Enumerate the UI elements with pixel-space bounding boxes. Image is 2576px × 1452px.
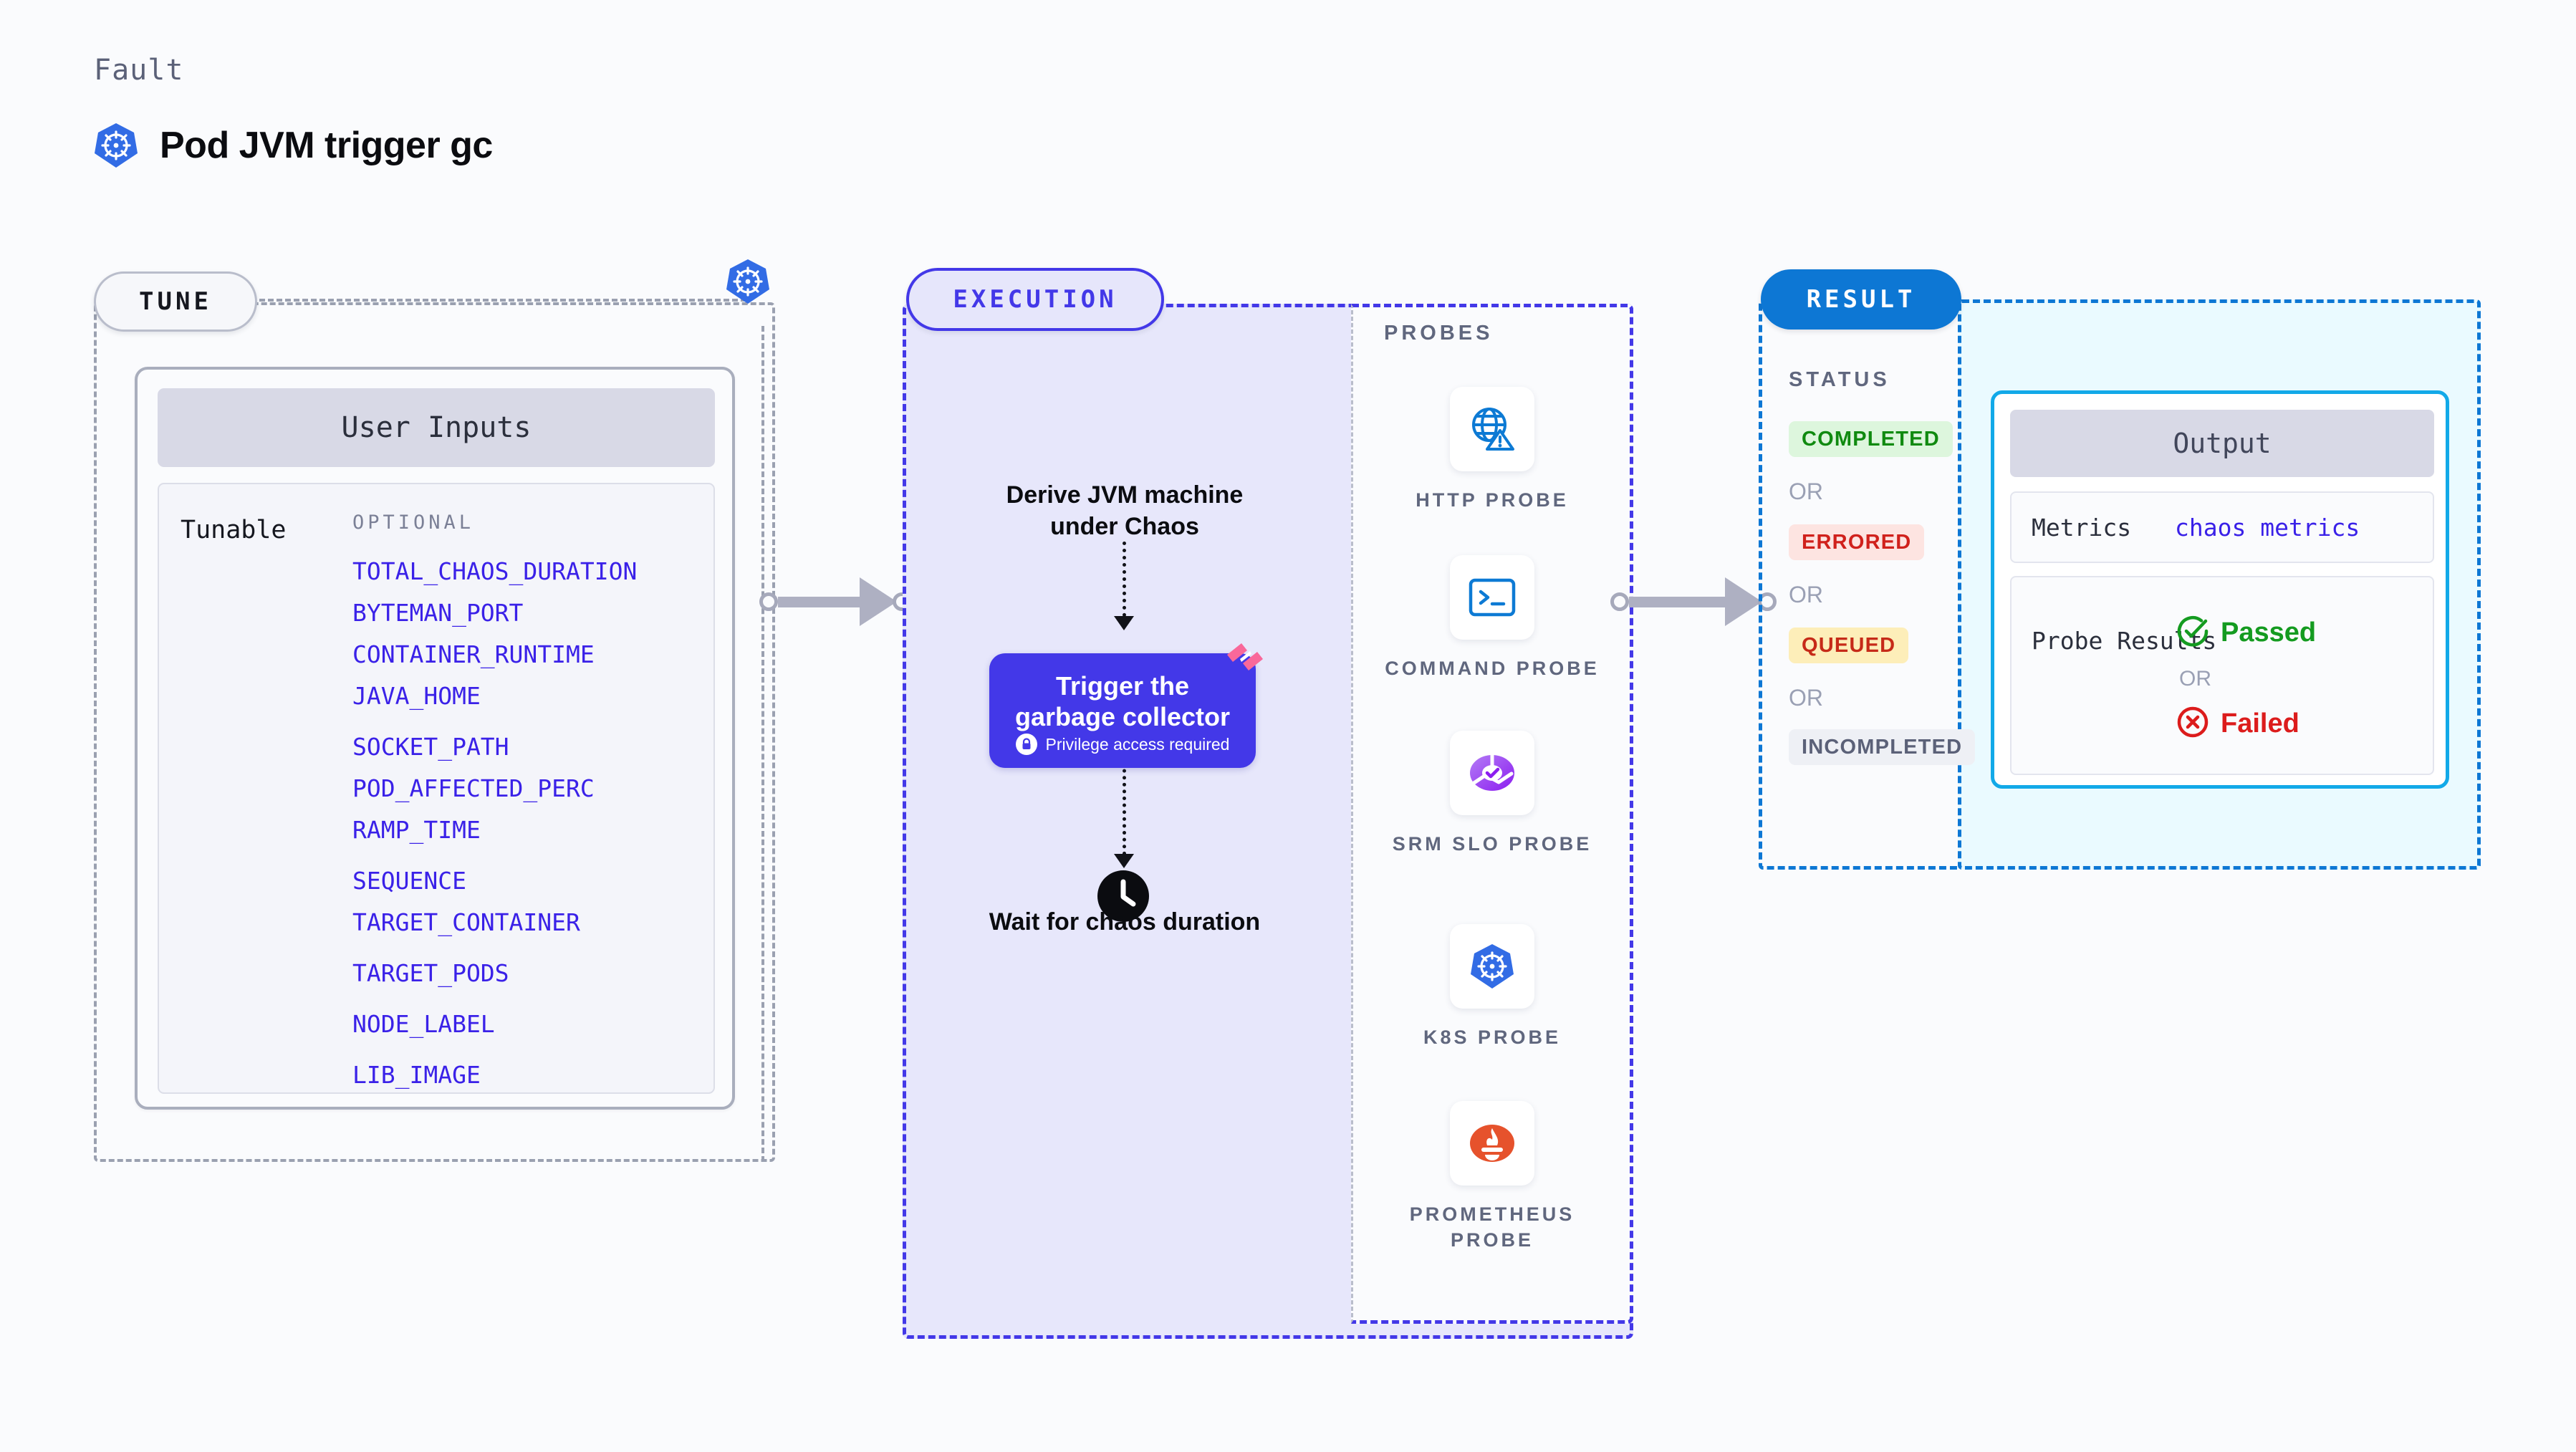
metrics-value[interactable]: chaos metrics: [2175, 513, 2360, 542]
probe-label: SRM SLO PROBE: [1392, 833, 1592, 855]
output-probe-results-row: Probe Results Passed OR: [2010, 576, 2434, 775]
probe-label: PROMETHEUS PROBE: [1409, 1203, 1575, 1251]
list-item[interactable]: JAVA_HOME: [352, 682, 481, 710]
or-separator: OR: [1789, 685, 1823, 711]
failed-label: Failed: [2221, 708, 2299, 739]
globe-warning-icon: [1450, 387, 1534, 471]
tunable-row-label: Tunable: [181, 516, 287, 544]
probes-label: PROBES: [1384, 322, 1494, 345]
probe-srm-slo[interactable]: SRM SLO PROBE: [1370, 731, 1614, 857]
probe-result-passed: Passed: [2176, 615, 2316, 651]
status-badge: ERRORED: [1789, 524, 1925, 560]
page-title-row: Pod JVM trigger gc: [94, 122, 493, 169]
list-item[interactable]: TARGET_CONTAINER: [352, 908, 580, 936]
probe-results-values: Passed OR Failed: [2176, 615, 2316, 742]
output-card: Output Metrics chaos metrics Probe Resul…: [1991, 390, 2449, 789]
list-item[interactable]: POD_AFFECTED_PERC: [352, 774, 595, 802]
terminal-icon: [1450, 555, 1534, 640]
result-pill[interactable]: RESULT: [1761, 269, 1961, 330]
arrow-right-icon: [1725, 577, 1762, 626]
probe-http[interactable]: HTTP PROBE: [1370, 387, 1614, 513]
connector-start-knob: [759, 592, 778, 611]
or-separator: OR: [1789, 479, 1823, 504]
privilege-note: Privilege access required: [989, 734, 1256, 755]
probe-label: COMMAND PROBE: [1385, 658, 1600, 679]
execution-step-2-label: Wait for chaos duration: [989, 908, 1261, 936]
passed-label: Passed: [2221, 617, 2317, 648]
list-item[interactable]: RAMP_TIME: [352, 816, 481, 844]
execution-step-1-label: Derive JVM machine under Chaos: [1006, 481, 1244, 540]
status-badge: QUEUED: [1789, 628, 1909, 663]
probe-result-failed: Failed: [2176, 706, 2316, 742]
check-circle-icon: [2176, 615, 2209, 651]
user-inputs-heading: User Inputs: [158, 388, 715, 467]
status-badge: INCOMPLETED: [1789, 729, 1976, 765]
probe-label: K8S PROBE: [1423, 1027, 1562, 1048]
prometheus-icon: [1450, 1101, 1534, 1186]
user-inputs-body: Tunable OPTIONAL TOTAL_CHAOS_DURATION BY…: [158, 483, 715, 1094]
or-separator: OR: [1789, 582, 1823, 607]
probe-k8s[interactable]: K8S PROBE: [1370, 924, 1614, 1050]
or-separator: OR: [2179, 667, 2211, 691]
execution-action-card[interactable]: Trigger the garbage collector Privilege …: [989, 643, 1263, 768]
lock-icon: [1015, 734, 1037, 755]
page-title: Pod JVM trigger gc: [160, 125, 493, 166]
status-badge: COMPLETED: [1789, 421, 1953, 457]
flow-connector-2: [1123, 762, 1126, 855]
probe-prometheus[interactable]: PROMETHEUS PROBE: [1370, 1101, 1614, 1254]
list-item[interactable]: SOCKET_PATH: [352, 733, 509, 761]
x-circle-icon: [2176, 706, 2209, 742]
tune-lead-line: [259, 299, 746, 302]
privilege-note-text: Privilege access required: [1045, 734, 1230, 754]
tune-container: [94, 302, 775, 1162]
status-label: STATUS: [1789, 368, 1890, 391]
list-item[interactable]: NODE_LABEL: [352, 1010, 495, 1038]
probe-label: HTTP PROBE: [1416, 489, 1569, 511]
kubernetes-icon: [94, 122, 138, 169]
page-kicker: Fault: [94, 54, 184, 87]
list-item[interactable]: CONTAINER_RUNTIME: [352, 640, 595, 668]
list-item[interactable]: BYTEMAN_PORT: [352, 599, 524, 627]
execution-action-title: Trigger the garbage collector: [1014, 671, 1231, 732]
slo-donut-check-icon: [1450, 731, 1534, 815]
output-heading: Output: [2010, 410, 2434, 477]
output-metrics-row: Metrics chaos metrics: [2010, 491, 2434, 563]
list-item[interactable]: SEQUENCE: [352, 867, 466, 895]
clock-icon: [1096, 869, 1150, 927]
arrow-down-icon: [1114, 616, 1134, 630]
flow-connector-1: [1123, 542, 1126, 617]
connector-execution-to-result: [1610, 577, 1777, 626]
connector-shaft: [778, 596, 861, 607]
harness-ribbon-icon: [1226, 642, 1264, 683]
execution-pill[interactable]: EXECUTION: [906, 268, 1164, 331]
list-item[interactable]: LIB_IMAGE: [352, 1061, 481, 1089]
probe-command[interactable]: COMMAND PROBE: [1370, 555, 1614, 681]
list-item[interactable]: TOTAL_CHAOS_DURATION: [352, 557, 638, 585]
metrics-key: Metrics: [2032, 513, 2132, 542]
user-inputs-card: User Inputs Tunable OPTIONAL TOTAL_CHAOS…: [135, 367, 735, 1110]
kubernetes-icon: [726, 258, 770, 309]
kubernetes-icon: [1450, 924, 1534, 1009]
arrow-down-icon: [1114, 854, 1134, 868]
connector-start-knob: [1610, 592, 1629, 611]
arrow-right-icon: [860, 577, 897, 626]
tune-lead-vertical: [761, 326, 764, 1162]
connector-tune-to-execution: [759, 577, 911, 626]
optional-group-label: OPTIONAL: [352, 511, 475, 534]
tunable-list: TOTAL_CHAOS_DURATION BYTEMAN_PORT CONTAI…: [352, 559, 637, 1105]
tune-pill[interactable]: TUNE: [94, 271, 257, 332]
list-item[interactable]: TARGET_PODS: [352, 959, 509, 987]
connector-shaft: [1629, 596, 1726, 607]
